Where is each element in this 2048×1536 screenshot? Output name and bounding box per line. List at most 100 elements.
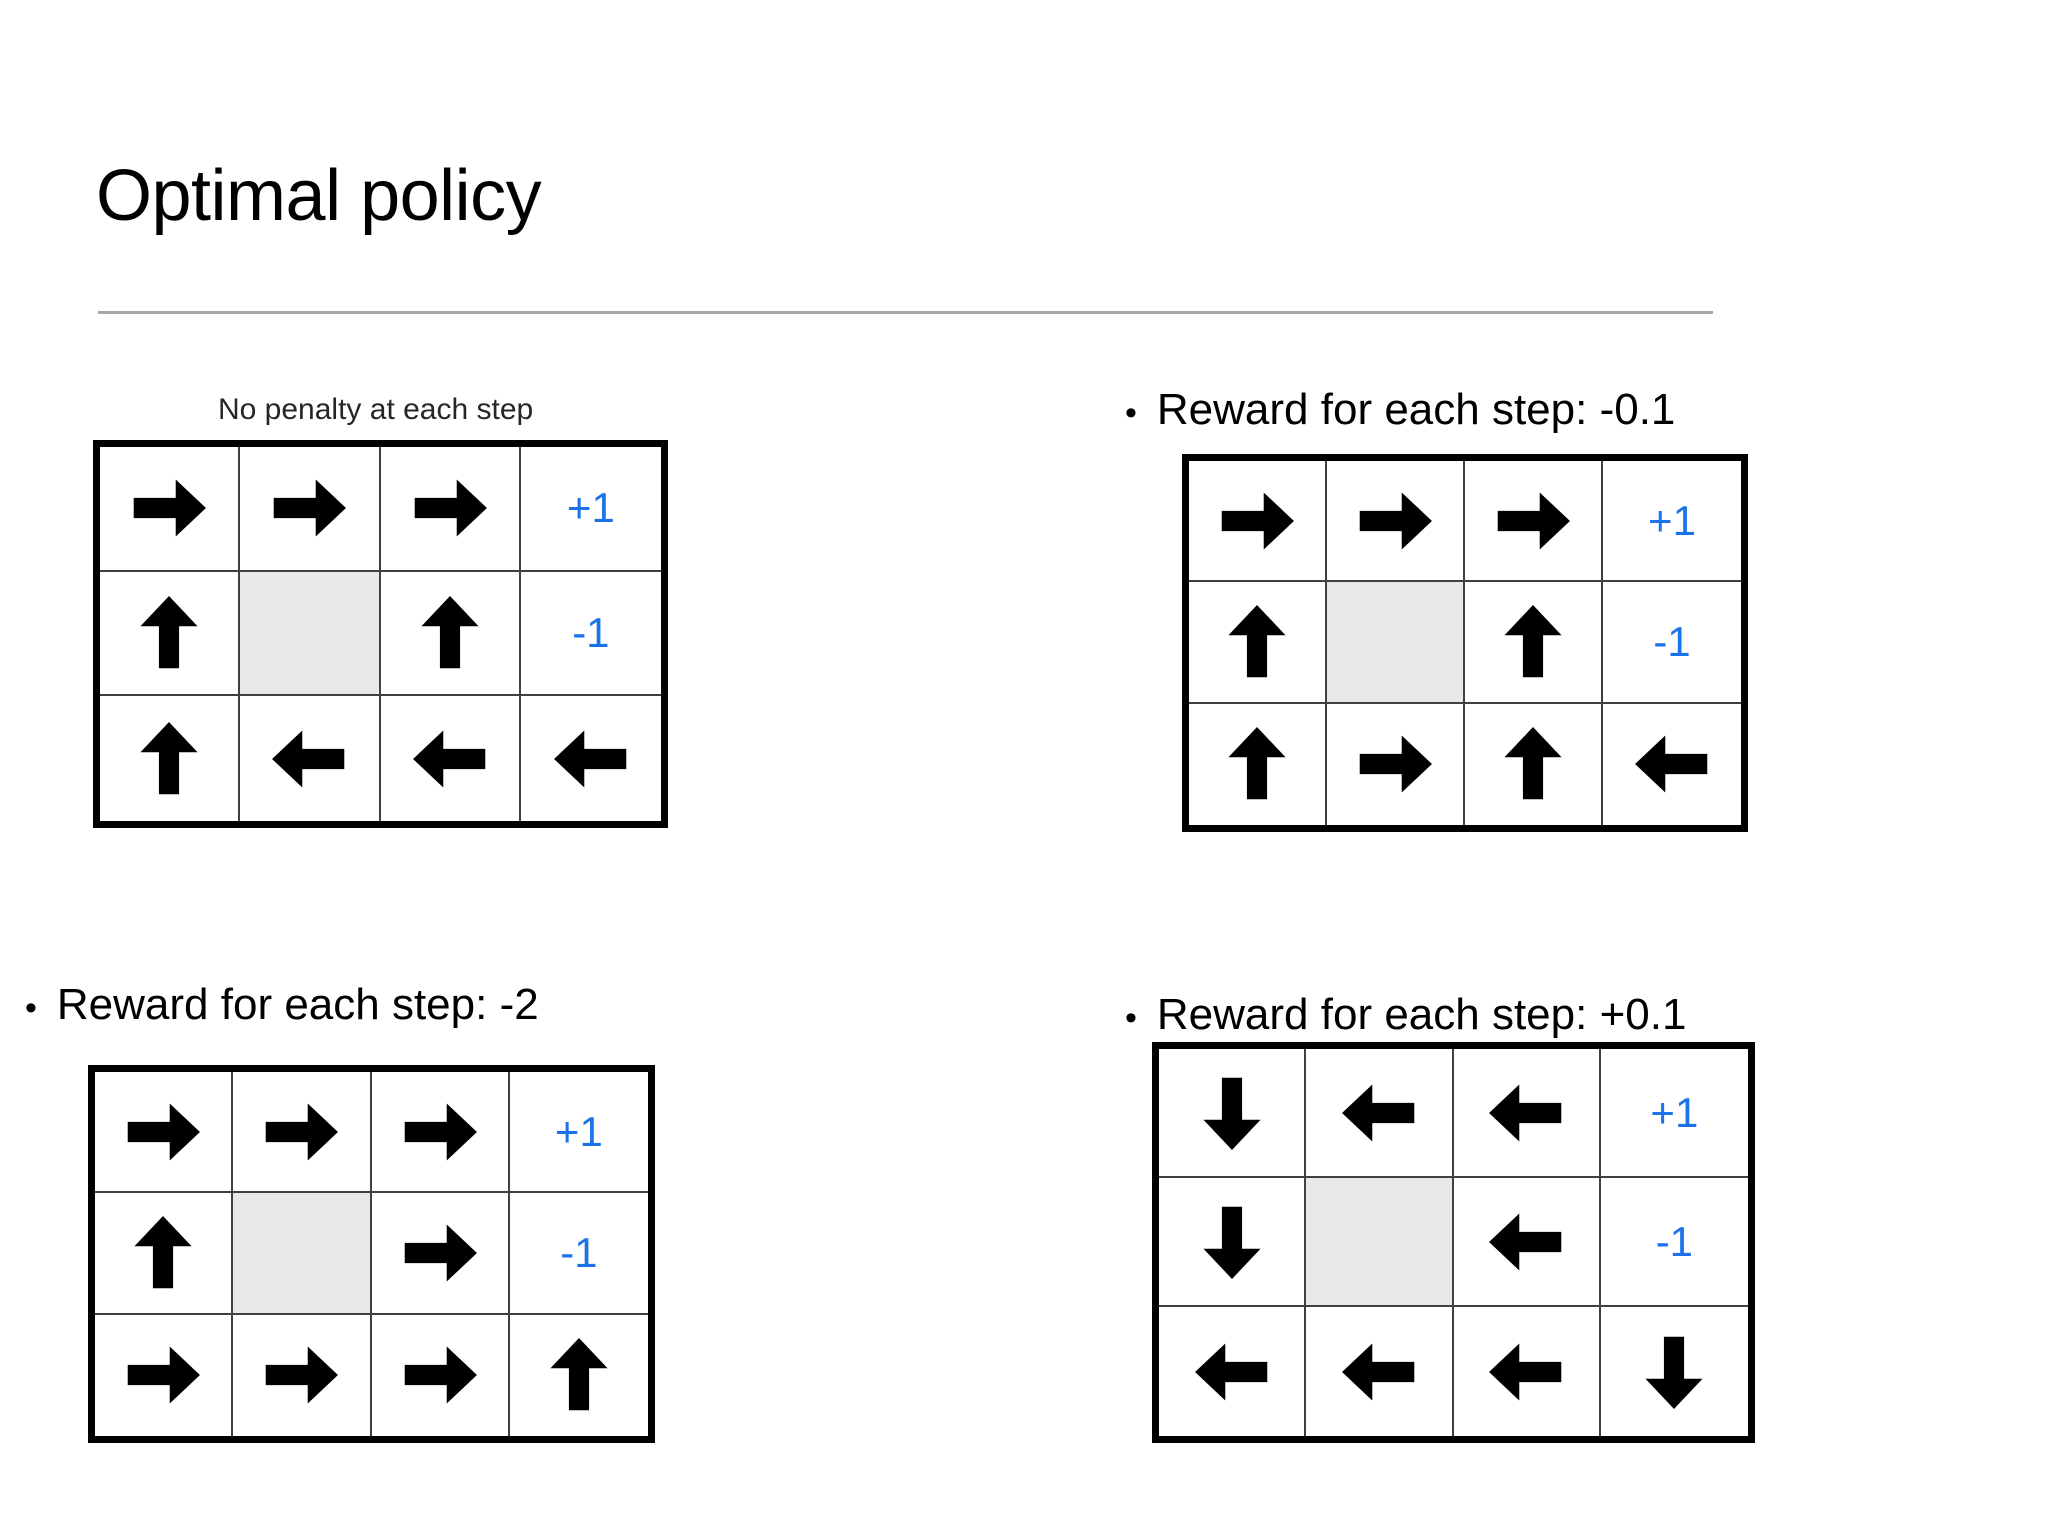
arrow-right-icon (127, 1346, 201, 1404)
grid-cell-arrow-down[interactable] (1159, 1049, 1307, 1178)
arrow-up-icon (1504, 605, 1562, 678)
panel-caption-reward-minus-2: • Reward for each step: -2 (25, 980, 539, 1030)
bullet-icon: • (25, 989, 37, 1027)
arrow-right-icon (1359, 735, 1432, 793)
arrow-left-icon (1341, 1083, 1415, 1142)
arrow-right-icon (127, 1103, 201, 1161)
arrow-left-icon (1489, 1342, 1562, 1401)
grid-cell-arrow-right[interactable] (1327, 703, 1465, 825)
arrow-up-icon (140, 721, 198, 794)
arrow-left-icon (1341, 1342, 1415, 1401)
grid-cell-arrow-right[interactable] (380, 447, 521, 572)
grid-cell-wall (233, 1193, 372, 1315)
arrow-up-icon (1228, 605, 1286, 678)
arrow-right-icon (414, 479, 487, 537)
grid-cell-arrow-up[interactable] (1465, 582, 1603, 704)
grid-cell-arrow-right[interactable] (371, 1193, 510, 1315)
arrow-right-icon (404, 1346, 477, 1404)
grid-cell-arrow-left[interactable] (1603, 703, 1741, 825)
arrow-up-icon (1228, 727, 1286, 800)
grid-cell-arrow-up[interactable] (1189, 582, 1327, 704)
arrow-right-icon (1359, 492, 1432, 550)
arrow-left-icon (272, 730, 345, 788)
grid-cell-arrow-left[interactable] (380, 696, 521, 821)
arrow-right-icon (404, 1224, 477, 1282)
terminal-reward-label: +1 (1650, 1088, 1699, 1136)
grid-cell-arrow-right[interactable] (371, 1072, 510, 1194)
grid-cell-arrow-right[interactable] (1189, 461, 1327, 583)
grid-cell-terminal[interactable]: -1 (509, 1193, 648, 1315)
arrow-down-icon (1645, 1336, 1703, 1409)
arrow-right-icon (266, 1346, 339, 1404)
grid-cell-arrow-right[interactable] (1465, 461, 1603, 583)
arrow-right-icon (266, 1103, 339, 1161)
arrow-right-icon (404, 1103, 477, 1161)
policy-grid-reward-minus-2: +1 -1 (88, 1065, 655, 1443)
grid-cell-arrow-right[interactable] (95, 1314, 234, 1436)
grid-cell-wall (240, 571, 381, 697)
arrow-left-icon (1194, 1342, 1267, 1401)
grid-cell-arrow-left[interactable] (1306, 1049, 1454, 1178)
grid-cell-arrow-down[interactable] (1600, 1307, 1748, 1436)
terminal-reward-label: -1 (1655, 1217, 1694, 1265)
grid-cell-arrow-left[interactable] (240, 696, 381, 821)
grid-cell-arrow-right[interactable] (233, 1072, 372, 1194)
grid-cell-arrow-right[interactable] (233, 1314, 372, 1436)
arrow-up-icon (1504, 727, 1562, 800)
terminal-reward-label: -1 (1653, 617, 1691, 665)
grid-cell-arrow-left[interactable] (1306, 1307, 1454, 1436)
arrow-left-icon (1489, 1212, 1562, 1271)
arrow-up-icon (134, 1216, 192, 1289)
grid-cell-terminal[interactable]: -1 (520, 571, 661, 697)
terminal-reward-label: +1 (566, 484, 615, 532)
terminal-reward-label: +1 (554, 1107, 603, 1155)
grid-cell-arrow-up[interactable] (509, 1314, 648, 1436)
page-title: Optimal policy (96, 156, 542, 236)
grid-cell-terminal[interactable]: +1 (520, 447, 661, 572)
arrow-up-icon (140, 596, 198, 669)
grid-cell-arrow-left[interactable] (1453, 1049, 1601, 1178)
arrow-right-icon (1497, 492, 1570, 550)
title-divider (98, 311, 1713, 314)
grid-cell-terminal[interactable]: -1 (1603, 582, 1741, 704)
arrow-left-icon (412, 730, 485, 788)
grid-cell-arrow-left[interactable] (1453, 1307, 1601, 1436)
grid-cell-arrow-right[interactable] (1327, 461, 1465, 583)
policy-grid-reward-plus-0-1: +1 -1 (1152, 1042, 1755, 1443)
grid-cell-arrow-down[interactable] (1159, 1178, 1307, 1307)
grid-cell-arrow-up[interactable] (1189, 703, 1327, 825)
bullet-icon: • (1125, 394, 1137, 432)
arrow-right-icon (274, 479, 347, 537)
grid-cell-wall (1327, 582, 1465, 704)
grid-cell-arrow-right[interactable] (371, 1314, 510, 1436)
grid-cell-arrow-left[interactable] (1453, 1178, 1601, 1307)
policy-grid-no-penalty: +1 -1 (93, 440, 668, 828)
grid-cell-arrow-right[interactable] (95, 1072, 234, 1194)
grid-cell-terminal[interactable]: +1 (1603, 461, 1741, 583)
caption-text: Reward for each step: +0.1 (1156, 990, 1687, 1039)
grid-cell-terminal[interactable]: -1 (1600, 1178, 1748, 1307)
grid-cell-arrow-left[interactable] (520, 696, 661, 821)
grid-cell-terminal[interactable]: +1 (1600, 1049, 1748, 1178)
panel-caption-reward-plus-0-1: •Reward for each step: +0.1 (1125, 990, 1686, 1040)
grid-cell-arrow-up[interactable] (100, 571, 241, 697)
grid-cell-arrow-left[interactable] (1159, 1307, 1307, 1436)
arrow-up-icon (421, 596, 479, 669)
arrow-up-icon (550, 1338, 608, 1411)
grid-cell-arrow-up[interactable] (380, 571, 521, 697)
grid-cell-arrow-right[interactable] (100, 447, 241, 572)
arrow-right-icon (133, 479, 207, 537)
grid-cell-terminal[interactable]: +1 (509, 1072, 648, 1194)
grid-cell-arrow-up[interactable] (1465, 703, 1603, 825)
caption-text: Reward for each step: -2 (56, 980, 539, 1029)
arrow-down-icon (1203, 1206, 1261, 1279)
panel-caption-reward-minus-0-1: • Reward for each step: -0.1 (1125, 385, 1675, 435)
grid-cell-arrow-up[interactable] (100, 696, 241, 821)
grid-cell-arrow-right[interactable] (240, 447, 381, 572)
policy-grid-reward-minus-0-1: +1 -1 (1182, 454, 1748, 832)
grid-cell-arrow-up[interactable] (95, 1193, 234, 1315)
caption-text: Reward for each step: -0.1 (1156, 385, 1676, 434)
panel-caption-no-penalty: No penalty at each step (218, 393, 534, 426)
arrow-down-icon (1203, 1077, 1261, 1150)
grid-cell-wall (1306, 1178, 1454, 1307)
